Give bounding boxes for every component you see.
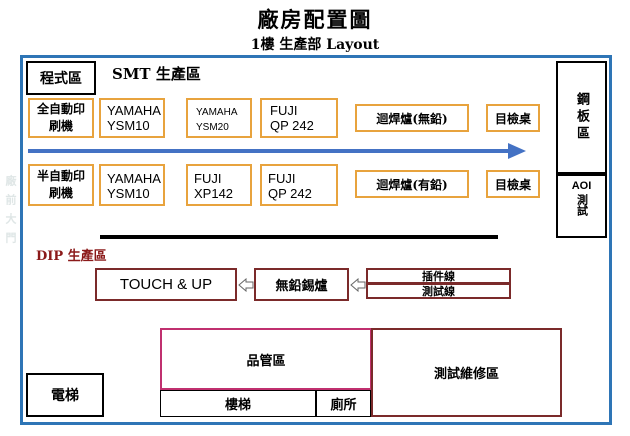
machine-fuji-xp142: FUJI XP142 (186, 164, 252, 206)
program-area: 程式區 (26, 61, 96, 95)
page-subtitle: 1樓 生產部 Layout (250, 37, 380, 53)
visual-inspection-table-a: 目檢桌 (486, 104, 540, 132)
main-entrance-label: 廠前大門 (4, 175, 17, 251)
page-title: 廠房配置圖 (257, 7, 373, 32)
factory-floor-frame (20, 55, 612, 425)
stencil-area: 鋼板區 (556, 61, 607, 174)
dip-arrow-left-2 (350, 278, 366, 292)
machine-yamaha-ysm10-b: YAMAHA YSM10 (99, 164, 165, 206)
machine-yamaha-ysm10-a: YAMAHA YSM10 (99, 98, 165, 138)
visual-inspection-table-b: 目檢桌 (486, 170, 540, 198)
qc-area: 品管區 (160, 328, 372, 390)
elevator: 電梯 (26, 373, 104, 417)
machine-fuji-qp242-b: FUJI QP 242 (260, 164, 338, 206)
semi-auto-printer: 半自動印刷機 (28, 164, 94, 206)
section-divider (100, 235, 498, 239)
machine-yamaha-ysm20: YAMAHA YSM20 (186, 98, 252, 138)
restroom: 廁所 (316, 390, 371, 417)
test-repair-area: 測試維修區 (371, 328, 562, 417)
flow-arrow (28, 143, 526, 159)
smt-section-label: SMT 生產區 (112, 65, 201, 83)
aoi-test-area: AOI 測試 (556, 174, 607, 238)
reflow-oven-leaded: 迴焊爐(有鉛) (355, 170, 469, 198)
auto-printer: 全自動印刷機 (28, 98, 94, 138)
machine-fuji-qp242-a: FUJI QP 242 (260, 98, 338, 138)
lead-free-solder-pot: 無鉛錫爐 (254, 268, 349, 301)
reflow-oven-lead-free: 迴焊爐(無鉛) (355, 104, 469, 132)
dip-section-label: DIP 生產區 (36, 249, 107, 264)
insertion-line: 插件線 (366, 268, 511, 284)
touch-up-station: TOUCH & UP (95, 268, 237, 301)
test-line: 測試線 (366, 283, 511, 299)
dip-arrow-left-1 (238, 278, 254, 292)
stairs: 樓梯 (160, 390, 316, 417)
